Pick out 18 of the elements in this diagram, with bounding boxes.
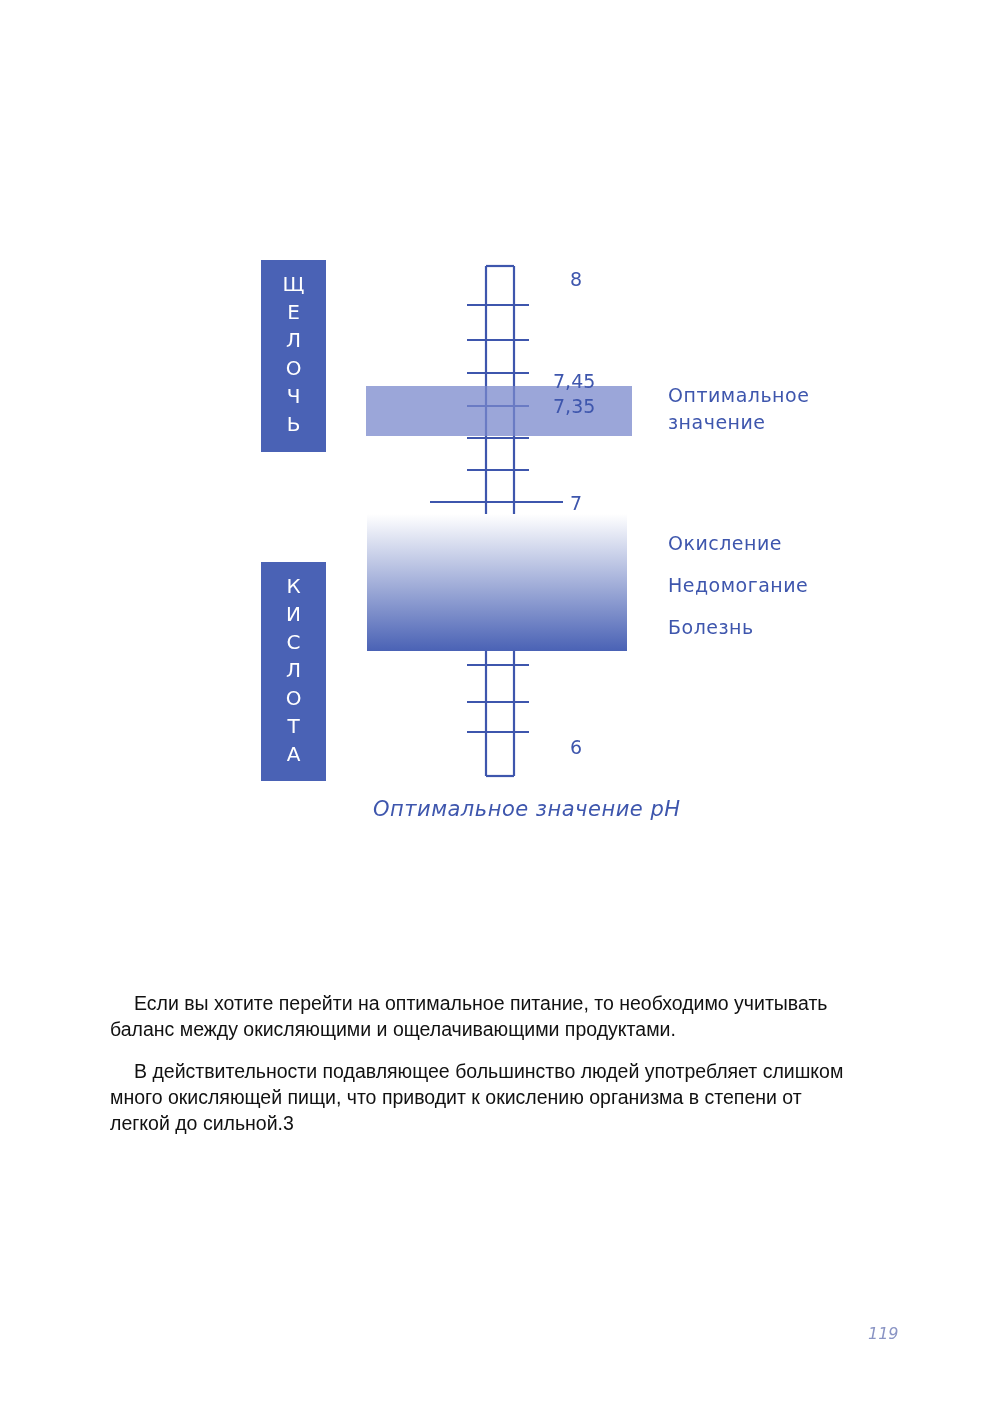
condition-label: Окисление xyxy=(668,531,784,556)
page-number: 119 xyxy=(868,1326,899,1342)
range-label: Оптимальное значение xyxy=(668,383,811,435)
vertical-word: КИСЛОТА xyxy=(283,573,304,770)
condition-label: Болезнь xyxy=(668,615,755,640)
body-paragraph: Если вы хотите перейти на оптимальное питание, то необходимо учитывать баланс между окисляющими и ощелачивающими продуктами. xyxy=(110,991,829,1042)
scale-value: 7,45 xyxy=(553,372,596,391)
vertical-word: ЩЕЛОЧЬ xyxy=(283,272,304,440)
figure-caption: Оптимальное значение pH xyxy=(373,797,681,821)
scale-value: 8 xyxy=(570,270,583,289)
scale-value: 6 xyxy=(570,738,583,757)
scale-value: 7,35 xyxy=(553,397,596,416)
body-paragraph: В действительности подавляющее большинство людей употребляет слишком много окисляющей пищи, что приводит к окислению организма в степени от легкой до сильной.3 xyxy=(110,1059,845,1136)
alkali-bar xyxy=(261,260,326,452)
acidity-gradient-box xyxy=(367,514,627,651)
scale-value: 7 xyxy=(570,494,583,513)
condition-label: Недомогание xyxy=(668,573,810,598)
acid-bar xyxy=(261,562,326,781)
